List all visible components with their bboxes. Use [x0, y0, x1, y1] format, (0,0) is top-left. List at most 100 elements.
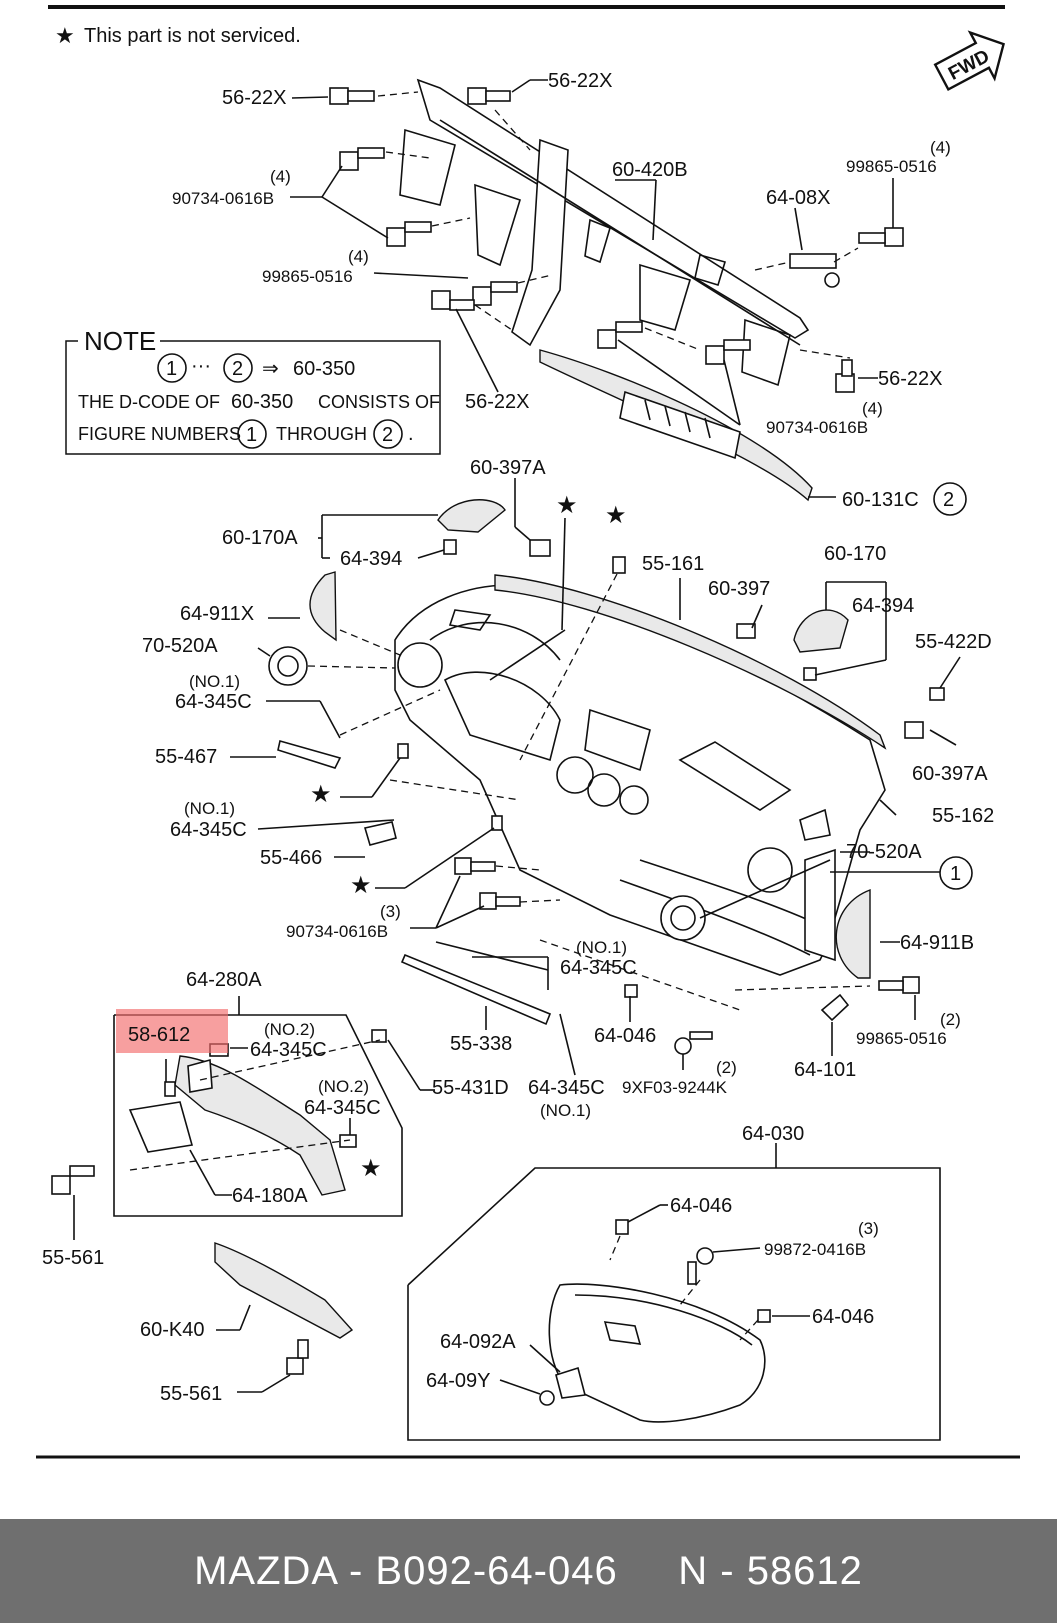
label-64-345c-f: 64-345C	[528, 1077, 605, 1099]
star-icon-a: ★	[556, 492, 578, 519]
label-58-612: 58-612	[128, 1024, 190, 1046]
bracket-55-338	[400, 953, 552, 1026]
qty-90734-a: (4)	[270, 167, 291, 186]
dashboard-panel	[394, 574, 887, 976]
label-no2-b: (NO.2)	[318, 1077, 369, 1096]
label-90734-0616b-c: 90734-0616B	[286, 922, 388, 941]
label-55-161: 55-161	[642, 553, 704, 575]
clip-icon-64-394-a	[443, 539, 457, 555]
qty-56-22x-c: (4)	[862, 399, 883, 418]
latch-64-092a	[555, 1366, 587, 1399]
clip-icon-55-422d	[929, 687, 945, 701]
bracket-55-467	[277, 739, 342, 769]
legend-text: This part is not serviced.	[84, 25, 301, 47]
clip-icon-64-394-b	[803, 667, 817, 681]
note-box: NOTE 1 ··· 2 ⇒ 60-350 THE D-CODE OF 60-3…	[65, 326, 441, 455]
footer-part-number: MAZDA - B092-64-046 N - 58612	[194, 1549, 863, 1593]
glovebox-frame-64-280a	[113, 1014, 403, 1217]
label-60-420b: 60-420B	[612, 159, 688, 181]
label-64-911b: 64-911B	[900, 932, 974, 954]
clip-icon-60-397a-b	[904, 721, 924, 739]
note-line2-b: THROUGH	[276, 424, 367, 444]
note-arrow: ⇒	[262, 358, 279, 380]
label-99865-0516-c: 99865-0516	[856, 1029, 947, 1048]
bracket-55-466	[363, 821, 397, 846]
label-56-22x-d: 56-22X	[465, 391, 530, 413]
label-64-046-a: 64-046	[594, 1025, 656, 1047]
qty-9xf03: (2)	[716, 1058, 737, 1077]
note-range-dots: ···	[191, 355, 211, 377]
note-line1-b: CONSISTS OF	[318, 392, 440, 412]
bolt-icon-55-561-b	[286, 1339, 309, 1375]
fig-ref-circle-1	[939, 856, 973, 890]
bolt-icon-90734-a2	[386, 221, 432, 247]
star-icon-c: ★	[310, 781, 332, 808]
bolt-icon-99865-b	[858, 227, 904, 247]
fig-ref-circle-2	[933, 482, 967, 516]
parts-diagram: ★ This part is not serviced. FWD NOTE 1 …	[36, 5, 1020, 1459]
label-64-345c-d: 64-345C	[250, 1039, 327, 1061]
label-60-131c: 60-131C	[842, 489, 919, 511]
label-56-22x-b: 56-22X	[548, 70, 613, 92]
label-64-280a: 64-280A	[186, 969, 262, 991]
dash-upper-garnish	[539, 349, 813, 502]
label-64-345c-a: 64-345C	[175, 691, 252, 713]
bolt-icon-99865-a	[472, 281, 518, 306]
label-60-397a-b: 60-397A	[912, 763, 988, 785]
note-line1-code: 60-350	[231, 391, 293, 413]
bolt-icon-55-561-a	[51, 1165, 95, 1195]
label-90734-0616b-a: 90734-0616B	[172, 189, 274, 208]
qty-99872: (3)	[858, 1219, 879, 1238]
fwd-arrow-icon: FWD	[933, 30, 1005, 92]
clip-icon-64-345c-e	[339, 1134, 357, 1148]
label-56-22x-c: 56-22X	[878, 368, 943, 390]
star-icon-e: ★	[360, 1155, 382, 1182]
label-64-345c-b: 64-345C	[170, 819, 247, 841]
label-64-345c-c: 64-345C	[560, 957, 637, 979]
vent-icon-70-520a-lower	[660, 895, 706, 941]
star-icon-d: ★	[350, 872, 372, 899]
label-55-467: 55-467	[155, 746, 217, 768]
right-vent-70-520a	[747, 847, 793, 893]
bolt-icon-56-22x-b	[467, 87, 511, 105]
bolt-icon-90734-c	[454, 857, 496, 875]
label-no2-a: (NO.2)	[264, 1020, 315, 1039]
label-99865-0516-b: 99865-0516	[846, 157, 937, 176]
clip-icon-60-397	[736, 623, 756, 639]
dash-reinforcement-frame	[399, 78, 810, 387]
label-64-394-a: 64-394	[340, 548, 402, 570]
fig-ref-2: 2	[943, 489, 954, 511]
bracket-64-101	[820, 993, 850, 1022]
footer-bar: MAZDA - B092-64-046 N - 58612	[0, 1519, 1057, 1623]
side-panel-64-911b	[835, 888, 871, 979]
clip-icon-58-612	[164, 1081, 176, 1097]
clip-icon-64-08x	[789, 253, 840, 288]
clip-icon-64-046-b	[615, 1219, 629, 1235]
qty-99865-c: (2)	[940, 1010, 961, 1029]
note-line2-n2: 2	[382, 424, 393, 446]
glovebox-group-frame	[407, 1167, 941, 1441]
note-range-from: 1	[166, 358, 177, 380]
note-range-code: 60-350	[293, 358, 355, 380]
clip-icon-64-046-c	[757, 1309, 771, 1323]
bolt-icon-90734-c2	[479, 892, 521, 910]
bolt-icon-56-22x-c	[835, 359, 855, 393]
vent-icon-70-520a-left	[268, 646, 308, 686]
label-55-422d: 55-422D	[915, 631, 992, 653]
bolt-icon-90734-a	[339, 147, 385, 171]
fig-ref-1: 1	[950, 863, 961, 885]
label-64-101: 64-101	[794, 1059, 856, 1081]
bolt-icon-90734-b2	[705, 339, 751, 365]
label-60-k40: 60-K40	[140, 1319, 205, 1341]
label-64-08x: 64-08X	[766, 187, 831, 209]
register-60-170a	[437, 499, 506, 533]
label-64-09y: 64-09Y	[426, 1370, 491, 1392]
label-90734-0616b-b: 90734-0616B	[766, 418, 868, 437]
label-64-345c-e: 64-345C	[304, 1097, 381, 1119]
label-56-22x-a: 56-22X	[222, 87, 287, 109]
clip-icon-64-09y	[539, 1390, 555, 1406]
label-60-397: 60-397	[708, 578, 770, 600]
label-55-561-a: 55-561	[42, 1247, 104, 1269]
label-64-394-b: 64-394	[852, 595, 914, 617]
note-line1-a: THE D-CODE OF	[78, 392, 220, 412]
